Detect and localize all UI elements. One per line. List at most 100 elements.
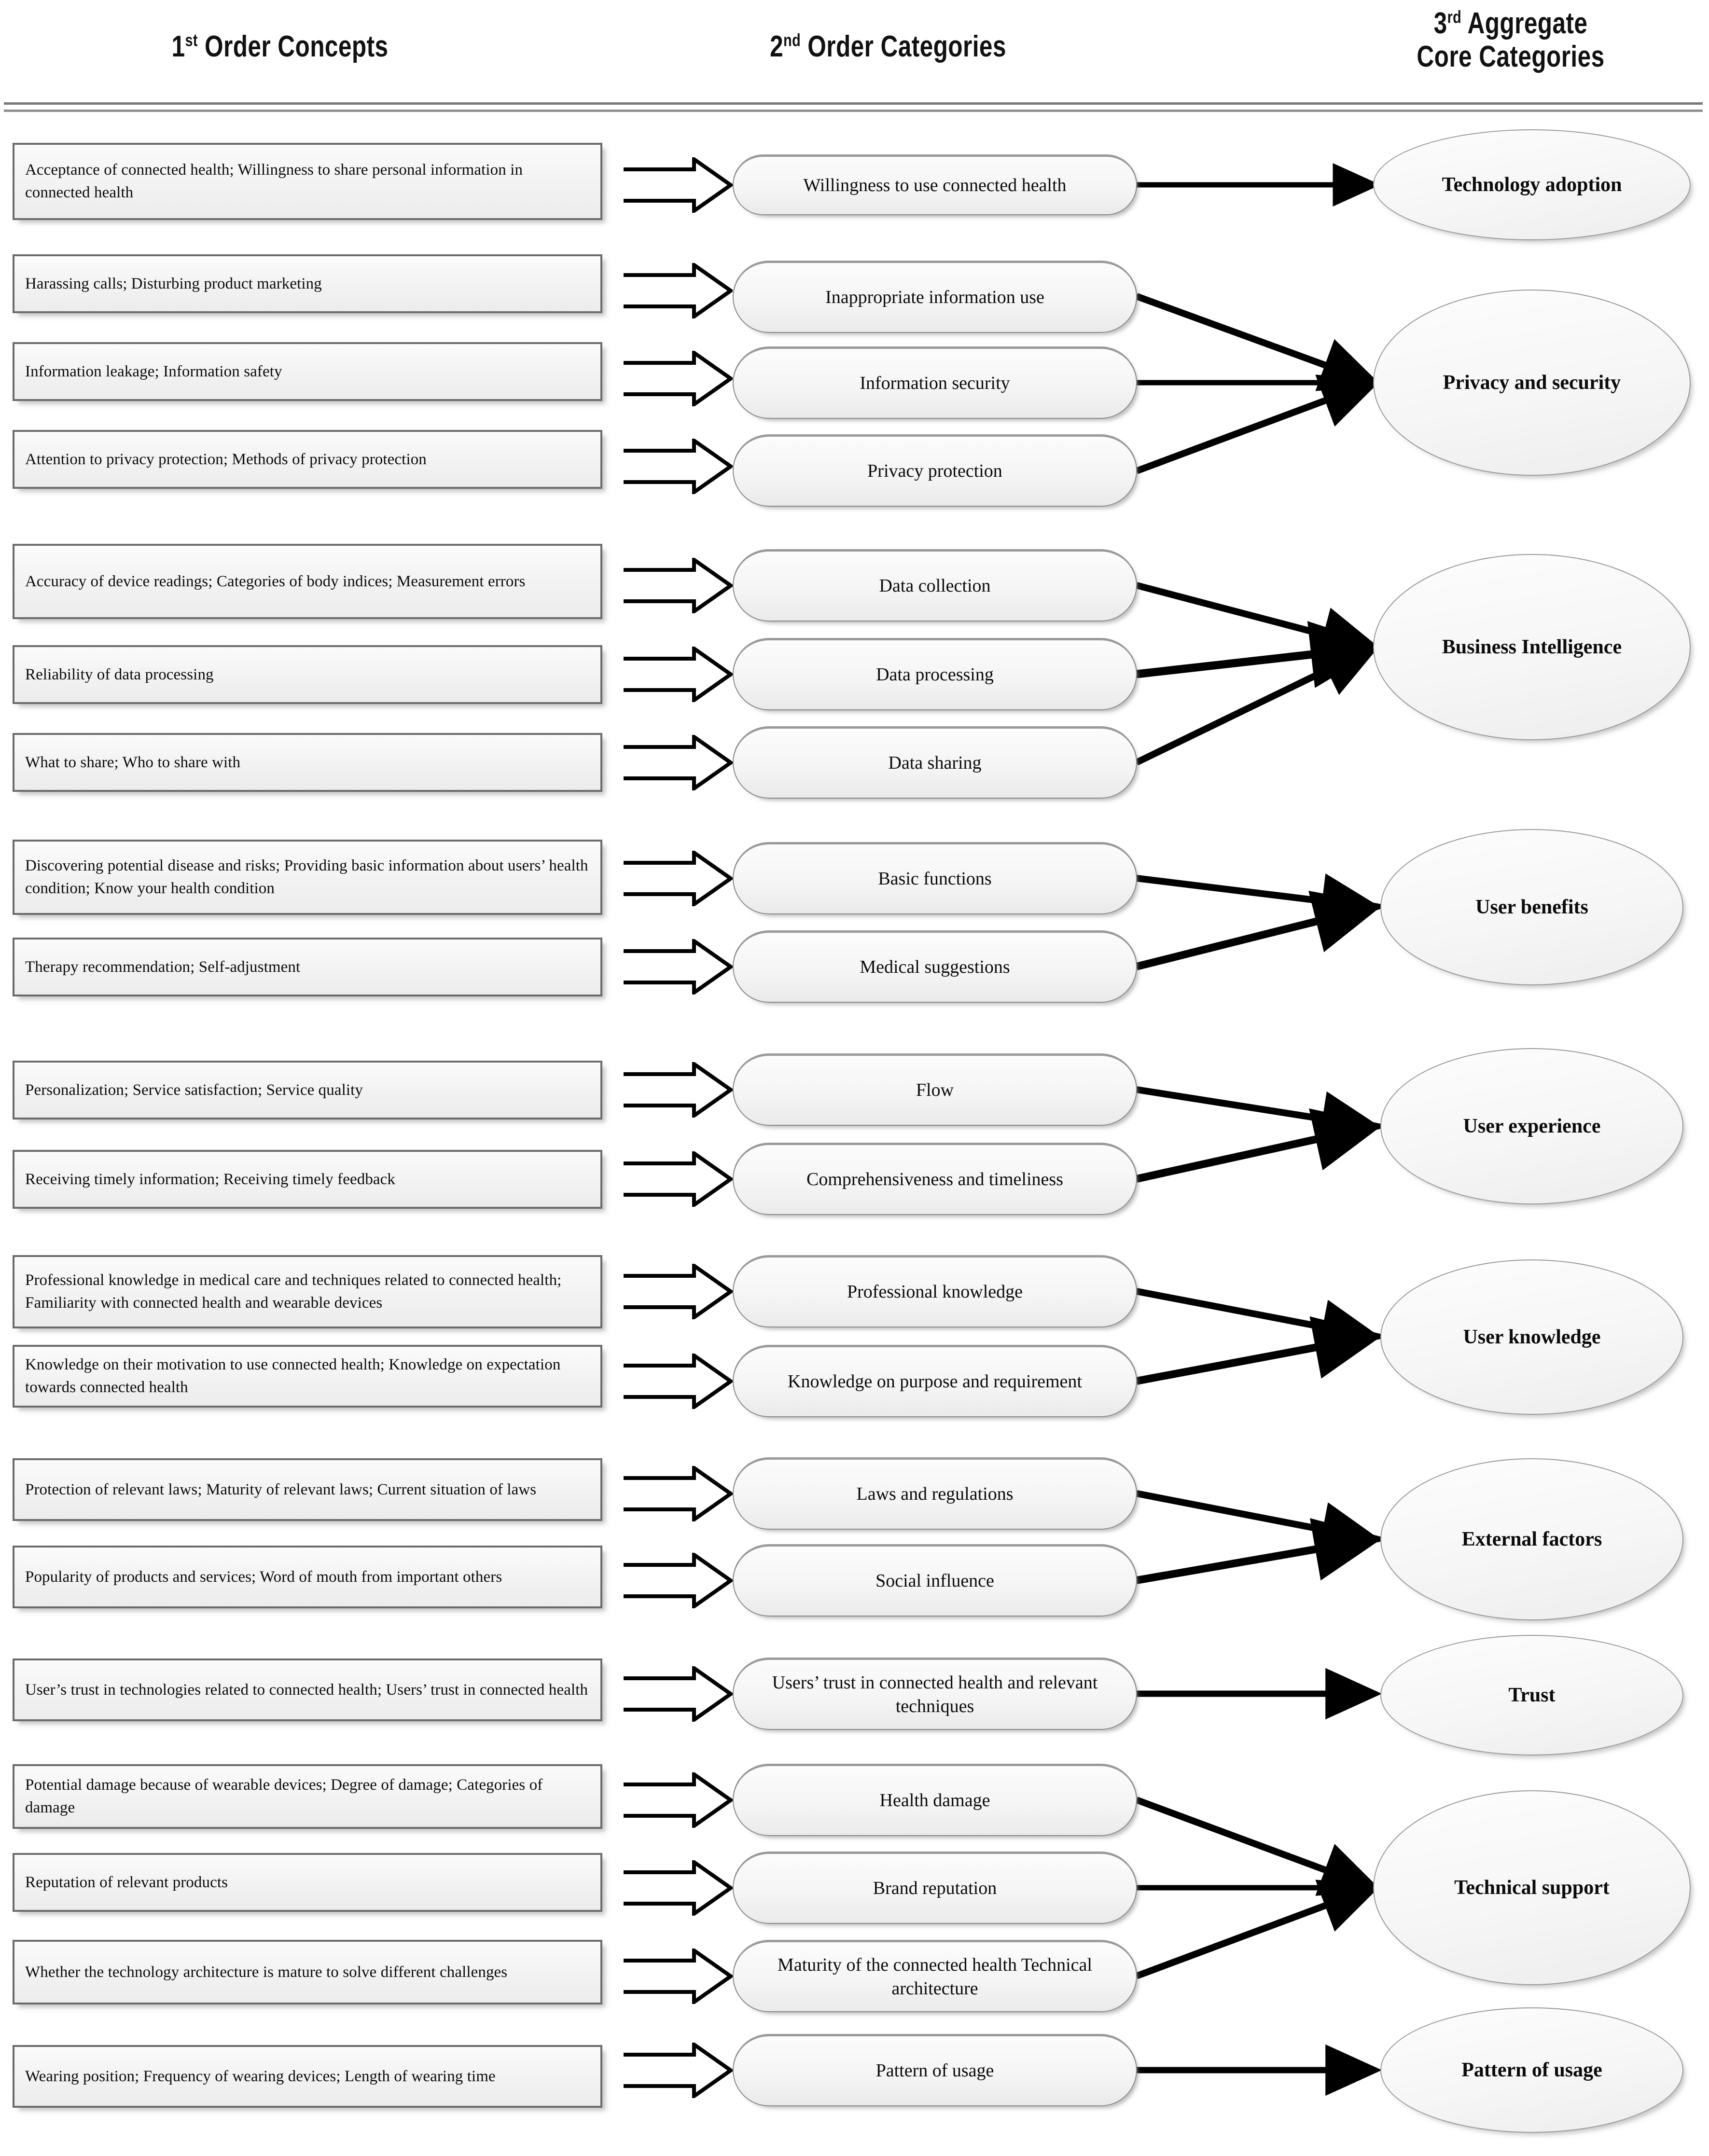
- aggregate-ellipse[interactable]: Pattern of usage: [1380, 2007, 1683, 2133]
- concept-box[interactable]: Professional knowledge in medical care a…: [13, 1255, 602, 1328]
- chevron-arrow-icon: [622, 1151, 733, 1207]
- concept-box[interactable]: Protection of relevant laws; Maturity of…: [13, 1458, 602, 1521]
- concept-box[interactable]: Personalization; Service satisfaction; S…: [13, 1061, 602, 1119]
- concept-box[interactable]: Information leakage; Information safety: [13, 342, 602, 401]
- aggregate-ellipse[interactable]: User knowledge: [1380, 1259, 1683, 1415]
- concept-box[interactable]: Reputation of relevant products: [13, 1853, 602, 1912]
- col1-rest: Order Concepts: [197, 30, 389, 63]
- category-text: Comprehensiveness and timeliness: [806, 1169, 1063, 1190]
- aggregate-text: Privacy and security: [1443, 371, 1621, 394]
- aggregate-ellipse[interactable]: Business Intelligence: [1373, 554, 1691, 740]
- concept-text: Harassing calls; Disturbing product mark…: [25, 275, 322, 292]
- concept-box[interactable]: Wearing position; Frequency of wearing d…: [13, 2045, 602, 2108]
- chevron-arrow-icon: [622, 2043, 733, 2098]
- aggregate-ellipse[interactable]: Trust: [1380, 1635, 1683, 1755]
- category-text: Brand reputation: [873, 1878, 997, 1899]
- concept-text: Information leakage; Information safety: [25, 362, 282, 380]
- chevron-arrow-icon: [622, 1666, 733, 1722]
- category-text: Health damage: [879, 1790, 990, 1811]
- page-title-col1: 1st Order Concepts: [102, 30, 458, 63]
- chevron-arrow-icon: [622, 157, 733, 213]
- concept-box[interactable]: Discovering potential disease and risks;…: [13, 840, 602, 915]
- chevron-arrow-icon: [622, 1949, 733, 2004]
- col3-ordinal: 3: [1433, 7, 1447, 40]
- concept-text: Protection of relevant laws; Maturity of…: [25, 1480, 537, 1498]
- chevron-arrow-icon: [622, 1772, 733, 1828]
- concept-text: Discovering potential disease and risks;…: [25, 857, 588, 897]
- page-title-col2: 2nd Order Categories: [691, 30, 1085, 63]
- chevron-arrow-icon: [622, 263, 733, 318]
- aggregate-text: User knowledge: [1463, 1326, 1601, 1348]
- chevron-arrow-icon: [622, 1354, 733, 1409]
- concept-text: Attention to privacy protection; Methods…: [25, 450, 427, 468]
- category-text: Knowledge on purpose and requirement: [788, 1371, 1082, 1392]
- concept-text: Potential damage because of wearable dev…: [25, 1776, 543, 1816]
- concept-box[interactable]: Potential damage because of wearable dev…: [13, 1764, 602, 1829]
- aggregate-ellipse[interactable]: User benefits: [1380, 829, 1683, 985]
- concept-box[interactable]: User’s trust in technologies related to …: [13, 1658, 602, 1721]
- category-pill[interactable]: Willingness to use connected health: [733, 154, 1137, 215]
- concept-text: Reputation of relevant products: [25, 1873, 228, 1891]
- chevron-arrow-icon: [622, 851, 733, 906]
- concept-box[interactable]: What to share; Who to share with: [13, 733, 602, 792]
- category-pill[interactable]: Comprehensiveness and timeliness: [733, 1143, 1137, 1215]
- category-pill[interactable]: Inappropriate information use: [733, 261, 1137, 333]
- concept-box[interactable]: Popularity of products and services; Wor…: [13, 1546, 602, 1608]
- category-pill[interactable]: Social influence: [733, 1544, 1137, 1617]
- concept-box[interactable]: Therapy recommendation; Self-adjustment: [13, 938, 602, 996]
- chevron-arrow-icon: [622, 1264, 733, 1319]
- concept-text: Reliability of data processing: [25, 665, 214, 683]
- chevron-arrow-icon: [622, 351, 733, 406]
- category-text: Flow: [916, 1080, 954, 1101]
- category-text: Social influence: [875, 1571, 994, 1591]
- concept-text: Wearing position; Frequency of wearing d…: [25, 2067, 496, 2085]
- aggregate-ellipse[interactable]: External factors: [1380, 1458, 1683, 1620]
- category-text: Inappropriate information use: [825, 287, 1044, 308]
- category-pill[interactable]: Data processing: [733, 638, 1137, 710]
- concept-box[interactable]: Reliability of data processing: [13, 645, 602, 704]
- chevron-arrow-icon: [622, 735, 733, 790]
- category-pill[interactable]: Basic functions: [733, 842, 1137, 914]
- col1-sup: st: [185, 30, 198, 50]
- category-pill[interactable]: Knowledge on purpose and requirement: [733, 1345, 1137, 1417]
- aggregate-ellipse[interactable]: User experience: [1380, 1048, 1683, 1204]
- category-pill[interactable]: Information security: [733, 346, 1137, 419]
- aggregate-ellipse[interactable]: Privacy and security: [1373, 290, 1691, 476]
- category-pill[interactable]: Medical suggestions: [733, 930, 1137, 1003]
- category-pill[interactable]: Pattern of usage: [733, 2034, 1137, 2106]
- category-pill[interactable]: Brand reputation: [733, 1852, 1137, 1924]
- category-pill[interactable]: Laws and regulations: [733, 1457, 1137, 1530]
- aggregate-ellipse[interactable]: Technology adoption: [1373, 129, 1691, 240]
- category-text: Data processing: [876, 664, 994, 685]
- aggregate-text: User benefits: [1475, 896, 1588, 918]
- chevron-arrow-icon: [622, 1466, 733, 1521]
- aggregate-ellipse[interactable]: Technical support: [1373, 1790, 1691, 1985]
- page-title-col3: 3rd Aggregate Core Categories: [1337, 7, 1684, 74]
- concept-box[interactable]: Harassing calls; Disturbing product mark…: [13, 254, 602, 313]
- category-pill[interactable]: Data sharing: [733, 726, 1137, 799]
- category-pill[interactable]: Privacy protection: [733, 434, 1137, 507]
- category-pill[interactable]: Health damage: [733, 1764, 1137, 1836]
- category-pill[interactable]: Flow: [733, 1053, 1137, 1126]
- concept-text: Personalization; Service satisfaction; S…: [25, 1081, 363, 1099]
- col2-rest: Order Categories: [801, 30, 1006, 63]
- aggregate-text: Technology adoption: [1442, 173, 1622, 196]
- category-pill[interactable]: Data collection: [733, 549, 1137, 622]
- concept-box[interactable]: Whether the technology architecture is m…: [13, 1940, 602, 2004]
- concept-box[interactable]: Accuracy of device readings; Categories …: [13, 544, 602, 619]
- aggregate-text: Pattern of usage: [1461, 2059, 1602, 2081]
- chevron-arrow-icon: [622, 1860, 733, 1916]
- col3-rest: Aggregate: [1461, 7, 1588, 40]
- concept-text: Knowledge on their motivation to use con…: [25, 1356, 561, 1396]
- category-pill[interactable]: Users’ trust in connected health and rel…: [733, 1658, 1137, 1730]
- concept-box[interactable]: Attention to privacy protection; Methods…: [13, 430, 602, 489]
- header-divider: [4, 102, 1703, 112]
- category-pill[interactable]: Maturity of the connected health Technic…: [733, 1940, 1137, 2012]
- concept-box[interactable]: Receiving timely information; Receiving …: [13, 1150, 602, 1209]
- category-pill[interactable]: Professional knowledge: [733, 1255, 1137, 1327]
- concept-box[interactable]: Acceptance of connected health; Willingn…: [13, 143, 602, 220]
- concept-text: Acceptance of connected health; Willingn…: [25, 161, 523, 201]
- concept-box[interactable]: Knowledge on their motivation to use con…: [13, 1345, 602, 1408]
- category-text: Basic functions: [878, 869, 992, 889]
- chevron-arrow-icon: [622, 1062, 733, 1118]
